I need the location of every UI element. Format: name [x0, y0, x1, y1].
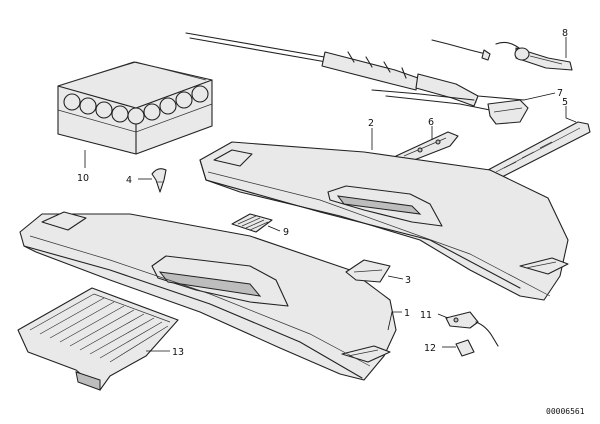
part-3-speaker-cover — [345, 259, 391, 283]
callout-12: 12 — [424, 343, 436, 354]
callouts: 1 2 3 4 5 6 7 8 9 10 11 12 13 — [77, 28, 568, 358]
part-9-grille — [231, 213, 273, 233]
part-8-cable-connector — [495, 41, 573, 71]
part-13-cover-panel — [17, 287, 179, 391]
part-10-foam-block — [57, 61, 213, 155]
callout-9: 9 — [283, 227, 289, 238]
document-number: 00006561 — [546, 407, 585, 416]
foam-cells — [63, 85, 209, 125]
callout-6: 6 — [428, 117, 434, 128]
callout-13: 13 — [172, 347, 184, 358]
part-4-clip — [151, 168, 167, 193]
part-7-wiper-linkage — [185, 32, 529, 125]
part-5-bracket-strip — [487, 121, 591, 179]
callout-11: 11 — [420, 310, 432, 321]
callout-10: 10 — [77, 173, 89, 184]
callout-4: 4 — [126, 175, 132, 186]
part-12-small-clip — [455, 339, 475, 357]
callout-7: 7 — [557, 88, 563, 99]
callout-2: 2 — [368, 118, 374, 129]
part-2-rear-shelf-upper — [199, 141, 569, 301]
part-11-hook — [445, 311, 499, 347]
callout-5: 5 — [562, 97, 568, 108]
callout-8: 8 — [562, 28, 568, 39]
callout-1: 1 — [404, 308, 410, 319]
callout-3: 3 — [405, 275, 411, 286]
leader-lines — [84, 37, 577, 352]
part-1-rear-shelf-lower — [19, 211, 397, 381]
